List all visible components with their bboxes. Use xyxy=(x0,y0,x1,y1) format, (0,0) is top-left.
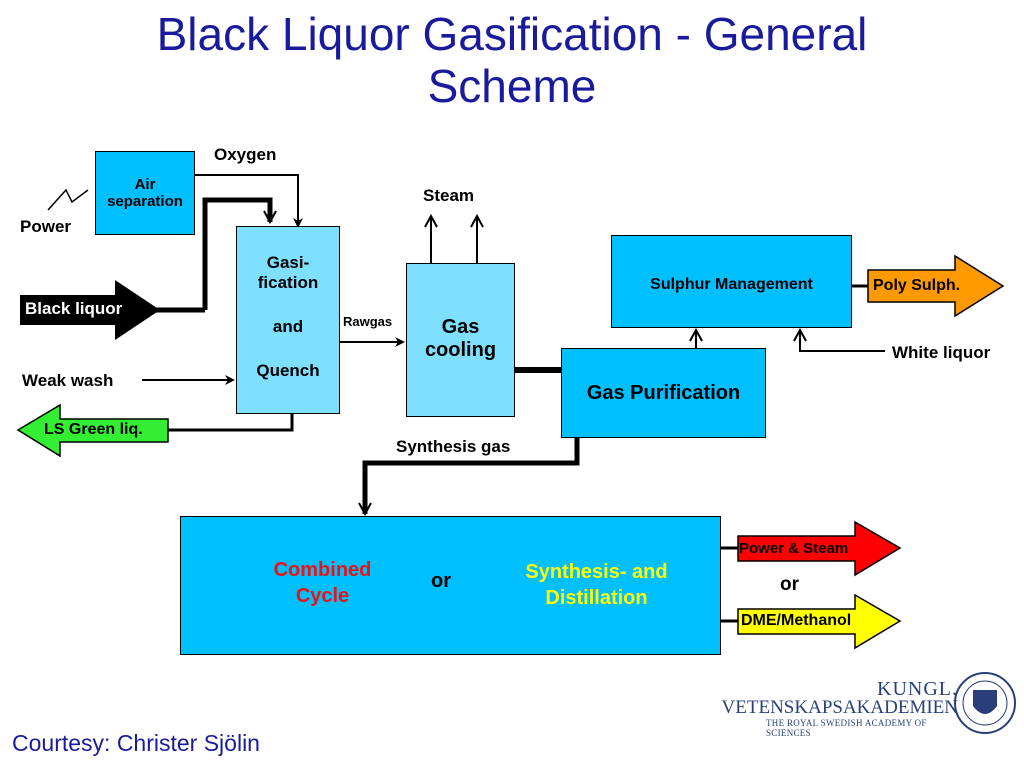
black-liquor-label: Black liquor xyxy=(25,299,123,318)
air-to-gasifier-line xyxy=(202,197,270,310)
combined-cycle-line-1: Combined xyxy=(273,559,372,581)
green-liq-line xyxy=(168,414,294,432)
sulphur-management-label: Sulphur Management xyxy=(650,276,813,293)
air-separation-label-1: Air xyxy=(134,176,156,193)
air-separation-label-2: separation xyxy=(107,193,183,210)
gasification-box: Gasi- fication and Quench xyxy=(236,226,340,414)
synthesis-line-2: Distillation xyxy=(545,587,648,609)
power-zigzag-icon xyxy=(47,188,89,211)
synthesis-gas-label: Synthesis gas xyxy=(396,437,511,456)
gas-purification-box: Gas Purification xyxy=(561,348,766,438)
title-line-1: Black Liquor Gasification - General xyxy=(156,8,868,60)
logo-line-3: THE ROYAL SWEDISH ACADEMY OF SCIENCES xyxy=(766,718,927,738)
gas-purification-label: Gas Purification xyxy=(586,381,741,404)
power-label: Power xyxy=(20,217,72,236)
steam-label: Steam xyxy=(423,186,475,205)
sulphur-management-box: Sulphur Management xyxy=(611,235,852,328)
rawgas-label: Rawgas xyxy=(343,314,393,329)
gasification-label-4: Quench xyxy=(256,361,320,380)
white-liquor-line xyxy=(800,330,885,352)
combined-cycle-label: Combined Cycle xyxy=(250,557,395,609)
dme-methanol-label: DME/Methanol xyxy=(741,612,852,629)
gasification-label-3: and xyxy=(272,317,304,336)
logo-line-1: KUNGL. xyxy=(877,678,958,700)
synthesis-line-1: Synthesis- and xyxy=(525,561,668,583)
air-separation-box: Air separation xyxy=(95,151,195,235)
dme-methanol-arrow xyxy=(737,593,902,650)
title-line-2: Scheme xyxy=(427,60,597,112)
oxygen-label: Oxygen xyxy=(214,145,277,164)
black-liquor-arrow xyxy=(20,280,160,340)
gas-cooling-box: Gas cooling xyxy=(406,263,515,417)
white-liquor-label: White liquor xyxy=(892,343,991,362)
gasification-label-2: fication xyxy=(257,273,319,292)
ls-green-liq-arrow xyxy=(16,403,169,458)
power-steam-label: Power & Steam xyxy=(739,540,849,557)
synthesis-distillation-label: Synthesis- and Distillation xyxy=(500,559,693,611)
page-title: Black Liquor Gasification - General Sche… xyxy=(0,8,1024,112)
synthesis-gas-line xyxy=(365,438,580,514)
combined-process-box xyxy=(180,516,721,655)
gas-cooling-label-2: cooling xyxy=(424,339,497,361)
output-or-label: or xyxy=(780,574,799,595)
courtesy-credit: Courtesy: Christer Sjölin xyxy=(12,730,260,756)
academy-logo: KUNGL. VETENSKAPSAKADEMIEN THE ROYAL SWE… xyxy=(722,670,1016,740)
poly-sulph-arrow xyxy=(867,254,1005,318)
gas-cooling-label-1: Gas xyxy=(441,316,480,338)
power-steam-arrow xyxy=(737,520,902,577)
poly-sulph-label: Poly Sulph. xyxy=(873,277,961,294)
gasification-label-1: Gasi- xyxy=(266,253,310,272)
combined-cycle-line-2: Cycle xyxy=(295,585,350,607)
logo-line-2: VETENSKAPSAKADEMIEN xyxy=(721,697,958,718)
oxygen-line xyxy=(195,174,303,228)
combined-or-label: or xyxy=(431,570,451,592)
weak-wash-label: Weak wash xyxy=(22,371,114,390)
ls-green-liq-label: LS Green liq. xyxy=(44,421,143,438)
academy-seal-icon xyxy=(954,672,1016,734)
